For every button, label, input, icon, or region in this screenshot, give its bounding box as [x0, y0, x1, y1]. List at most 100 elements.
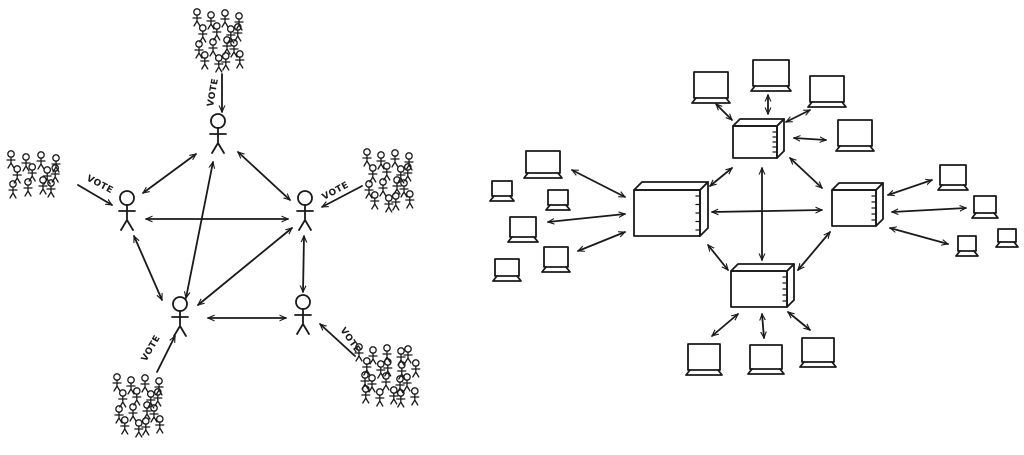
network-links [547, 94, 967, 339]
body [399, 185, 409, 198]
body [391, 198, 401, 211]
link-right-bottomright [303, 235, 304, 293]
voter-figure [376, 151, 386, 170]
head [389, 386, 398, 394]
head [155, 415, 164, 423]
body [27, 169, 37, 182]
crowd-bottom-right [354, 343, 421, 408]
voter-figure [234, 12, 244, 31]
monitor-screen [939, 164, 967, 186]
monitor-base [835, 145, 875, 152]
link-top-right [789, 157, 823, 189]
head [397, 347, 405, 355]
monitor-base [971, 212, 999, 219]
voter-figure [229, 39, 239, 58]
body [155, 421, 165, 434]
voter-figure [46, 179, 56, 198]
voter-figure [134, 419, 144, 438]
head [295, 294, 311, 310]
server-side [776, 118, 785, 159]
monitor-screen [543, 246, 569, 268]
head [134, 419, 143, 427]
link-main-top [709, 167, 733, 187]
voter-figure [140, 374, 150, 393]
server-front [732, 125, 778, 159]
monitor-top-4 [835, 119, 875, 152]
head [212, 22, 221, 30]
vote-arrow-bottom-left [156, 335, 176, 373]
body [212, 28, 222, 41]
server-main [633, 181, 709, 237]
head [129, 403, 137, 411]
voter-figure [396, 347, 406, 366]
head [411, 359, 420, 367]
voter-figure [360, 371, 370, 390]
voter-figure [235, 50, 245, 69]
monitor-base [523, 172, 563, 179]
voter-figure [112, 373, 122, 392]
body [209, 127, 227, 154]
monitor-base [937, 184, 969, 191]
server-front [633, 189, 701, 237]
voter-figure [8, 180, 18, 199]
head [221, 52, 230, 60]
monitor-base [507, 236, 539, 243]
body [38, 182, 48, 195]
voter-figure [384, 194, 394, 213]
head [195, 40, 203, 48]
voter-figure [120, 416, 130, 435]
head [214, 54, 223, 62]
link-main-monitor6 [577, 231, 626, 252]
head [221, 9, 229, 17]
voter-figure [208, 38, 218, 57]
voter-figure [411, 359, 421, 378]
voter-figure [153, 388, 163, 407]
vote-label-left: VOTE [85, 174, 115, 196]
body [403, 351, 413, 364]
head [155, 377, 163, 385]
monitor-left-4 [507, 216, 539, 243]
monitor-screen [752, 59, 790, 87]
voter-figure [21, 153, 31, 172]
server-front [831, 189, 877, 227]
monitor-base [750, 85, 792, 92]
voter-figure [42, 166, 52, 185]
server-side [699, 181, 709, 237]
head [376, 360, 385, 368]
head [382, 162, 391, 170]
body [132, 393, 142, 406]
voter-figure [222, 36, 232, 55]
voter-figure [221, 52, 231, 71]
link-main-right [711, 210, 823, 212]
voter-figure [375, 388, 385, 407]
body [235, 56, 245, 69]
monitor-base [691, 97, 731, 104]
voter-figure [50, 164, 60, 183]
head [113, 373, 121, 381]
voter-figure [126, 376, 136, 395]
voter-figure [36, 151, 46, 170]
voter-crowds [6, 8, 421, 438]
link-top-left [142, 153, 197, 194]
server-front [730, 270, 788, 308]
crowd-bottom-left [112, 373, 165, 438]
head [37, 151, 45, 159]
head [410, 387, 419, 395]
server-top [732, 118, 785, 127]
voter-figure [141, 417, 151, 436]
body [118, 204, 136, 231]
body [364, 186, 374, 199]
body [381, 378, 391, 391]
head [141, 374, 149, 382]
body [396, 395, 406, 408]
link-top-bottomleft [186, 161, 213, 299]
body [375, 394, 385, 407]
body [51, 160, 61, 173]
monitor-screen [801, 337, 835, 363]
link-main-monitor1 [571, 169, 626, 198]
body [360, 377, 370, 390]
voter-figure [220, 9, 230, 28]
head [391, 149, 399, 157]
head [370, 191, 379, 199]
body [361, 391, 371, 404]
